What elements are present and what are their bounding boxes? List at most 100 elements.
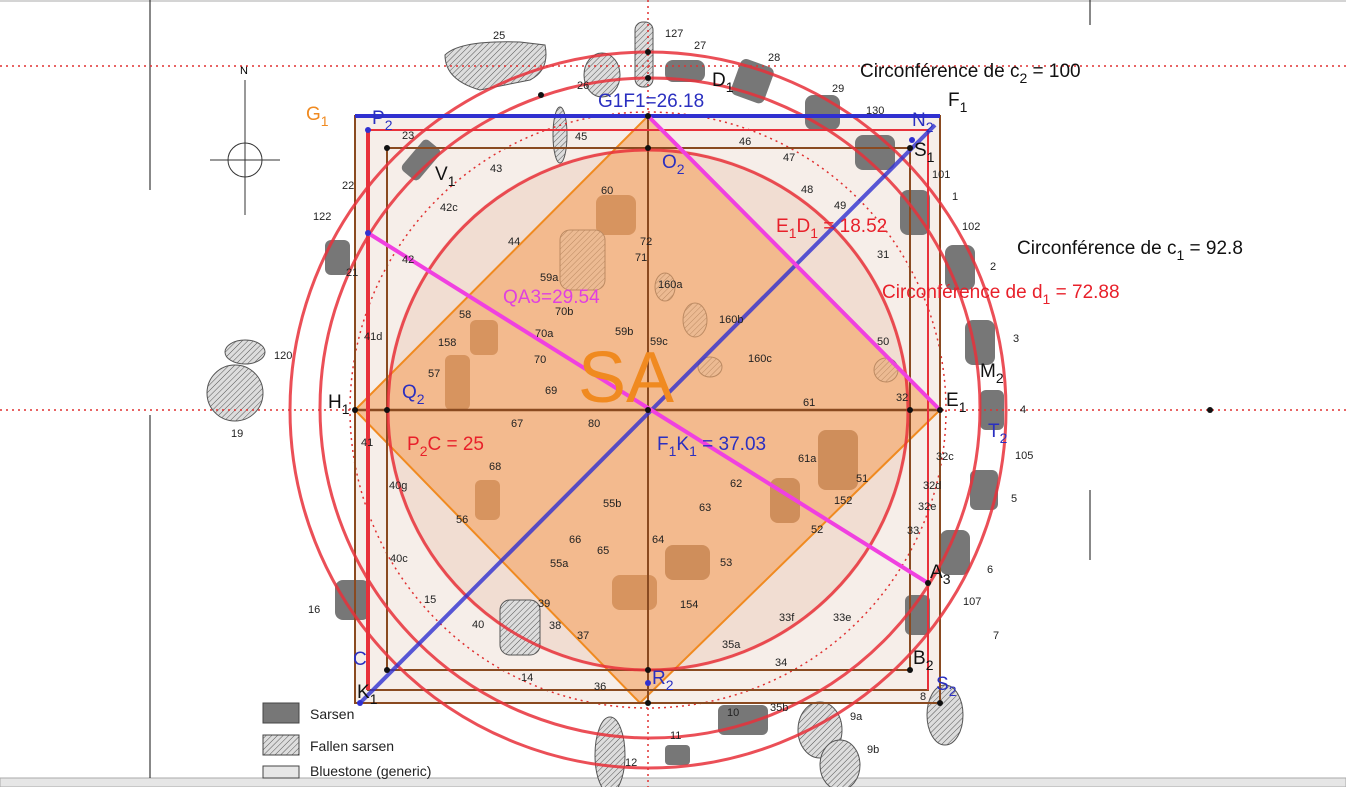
svg-text:52: 52 (811, 524, 823, 536)
svg-text:39: 39 (538, 598, 550, 610)
svg-text:70b: 70b (555, 306, 573, 318)
svg-text:M2: M2 (980, 361, 1004, 386)
svg-text:2: 2 (990, 261, 996, 273)
sa-label: SA (578, 338, 674, 418)
svg-text:51: 51 (856, 473, 868, 485)
svg-text:S1: S1 (914, 140, 935, 165)
svg-text:7: 7 (993, 630, 999, 642)
svg-text:42c: 42c (440, 202, 458, 214)
svg-text:70a: 70a (535, 328, 554, 340)
svg-text:29: 29 (832, 83, 844, 95)
svg-text:14: 14 (521, 672, 533, 684)
svg-text:41: 41 (361, 437, 373, 449)
svg-text:47: 47 (783, 152, 795, 164)
svg-text:A3: A3 (930, 562, 951, 587)
measure-qa3: QA3=29.54 (503, 287, 600, 308)
bluestone-swatch (262, 765, 300, 779)
svg-text:F1: F1 (948, 90, 968, 115)
svg-text:31: 31 (877, 249, 889, 261)
svg-text:122: 122 (313, 211, 331, 223)
svg-text:35a: 35a (722, 639, 741, 651)
svg-text:65: 65 (597, 545, 609, 557)
svg-text:64: 64 (652, 534, 664, 546)
svg-text:36: 36 (594, 681, 606, 693)
svg-text:45: 45 (575, 131, 587, 143)
svg-text:55b: 55b (603, 498, 621, 510)
svg-text:8: 8 (920, 691, 926, 703)
svg-text:32e: 32e (918, 501, 936, 513)
svg-text:67: 67 (511, 418, 523, 430)
svg-text:63: 63 (699, 502, 711, 514)
svg-text:160b: 160b (719, 314, 743, 326)
svg-text:R2: R2 (652, 668, 674, 693)
svg-text:158: 158 (438, 337, 456, 349)
svg-text:160c: 160c (748, 353, 772, 365)
svg-text:61a: 61a (798, 453, 817, 465)
svg-text:55a: 55a (550, 558, 569, 570)
svg-text:56: 56 (456, 514, 468, 526)
svg-text:23: 23 (402, 130, 414, 142)
svg-text:N: N (240, 65, 248, 77)
svg-text:12: 12 (625, 757, 637, 769)
svg-text:Bluestone (generic): Bluestone (generic) (310, 763, 431, 779)
svg-text:21: 21 (346, 267, 358, 279)
svg-text:4: 4 (1020, 404, 1026, 416)
svg-text:H1: H1 (328, 392, 350, 417)
svg-text:Fallen sarsen: Fallen sarsen (310, 738, 394, 754)
svg-text:50: 50 (877, 336, 889, 348)
svg-text:33e: 33e (833, 612, 851, 624)
svg-text:71: 71 (635, 252, 647, 264)
svg-text:130: 130 (866, 105, 884, 117)
svg-text:P2: P2 (372, 108, 393, 133)
svg-text:E1: E1 (946, 390, 967, 415)
svg-text:D1: D1 (712, 70, 734, 95)
svg-text:59c: 59c (650, 336, 668, 348)
svg-text:57: 57 (428, 368, 440, 380)
svg-text:V1: V1 (435, 164, 456, 189)
svg-text:48: 48 (801, 184, 813, 196)
svg-text:Sarsen: Sarsen (310, 706, 354, 722)
measure-f1k1: F1K1 = 37.03 (657, 434, 766, 459)
svg-text:59b: 59b (615, 326, 633, 338)
svg-text:41d: 41d (364, 331, 382, 343)
svg-text:32: 32 (896, 392, 908, 404)
svg-text:60: 60 (601, 185, 613, 197)
svg-text:28: 28 (768, 52, 780, 64)
svg-text:105: 105 (1015, 450, 1033, 462)
measure-p2c: P2C = 25 (407, 434, 484, 459)
svg-text:C: C (353, 649, 367, 670)
measure-e1d1: E1D1 = 18.52 (776, 216, 887, 241)
svg-text:11: 11 (670, 730, 681, 742)
bottom-scrollbar[interactable] (0, 777, 1346, 787)
measure-g1f1: G1F1=26.18 (598, 91, 704, 112)
svg-text:40g: 40g (389, 480, 407, 492)
svg-text:59a: 59a (540, 272, 559, 284)
svg-text:1: 1 (952, 191, 958, 203)
svg-text:32c: 32c (936, 451, 954, 463)
svg-text:102: 102 (962, 221, 980, 233)
svg-text:33: 33 (907, 525, 919, 537)
svg-text:9a: 9a (850, 711, 863, 723)
segment-e1-d1[interactable] (646, 114, 942, 412)
svg-text:107: 107 (963, 596, 981, 608)
svg-text:6: 6 (987, 564, 993, 576)
measure-circumference-c1: Circonférence de c1 = 92.8 (1017, 238, 1243, 263)
svg-text:40: 40 (472, 619, 484, 631)
svg-text:42: 42 (402, 254, 414, 266)
svg-text:B2: B2 (913, 648, 934, 673)
segment-f1-k1[interactable] (358, 123, 937, 705)
point-labels: G1 P2 F1 N2 S1 D1 O2 V1 H1 Q2 E1 M2 T2 A… (306, 70, 1008, 707)
legend: Sarsen Fallen sarsen Bluestone (generic) (262, 702, 431, 779)
svg-text:19: 19 (231, 428, 243, 440)
svg-text:22: 22 (342, 180, 354, 192)
svg-text:120: 120 (274, 350, 292, 362)
svg-text:43: 43 (490, 163, 502, 175)
svg-text:66: 66 (569, 534, 581, 546)
svg-text:152: 152 (834, 495, 852, 507)
svg-text:5: 5 (1011, 493, 1017, 505)
point-markers[interactable] (352, 49, 1213, 706)
svg-text:N2: N2 (912, 110, 934, 135)
svg-text:3: 3 (1013, 333, 1019, 345)
